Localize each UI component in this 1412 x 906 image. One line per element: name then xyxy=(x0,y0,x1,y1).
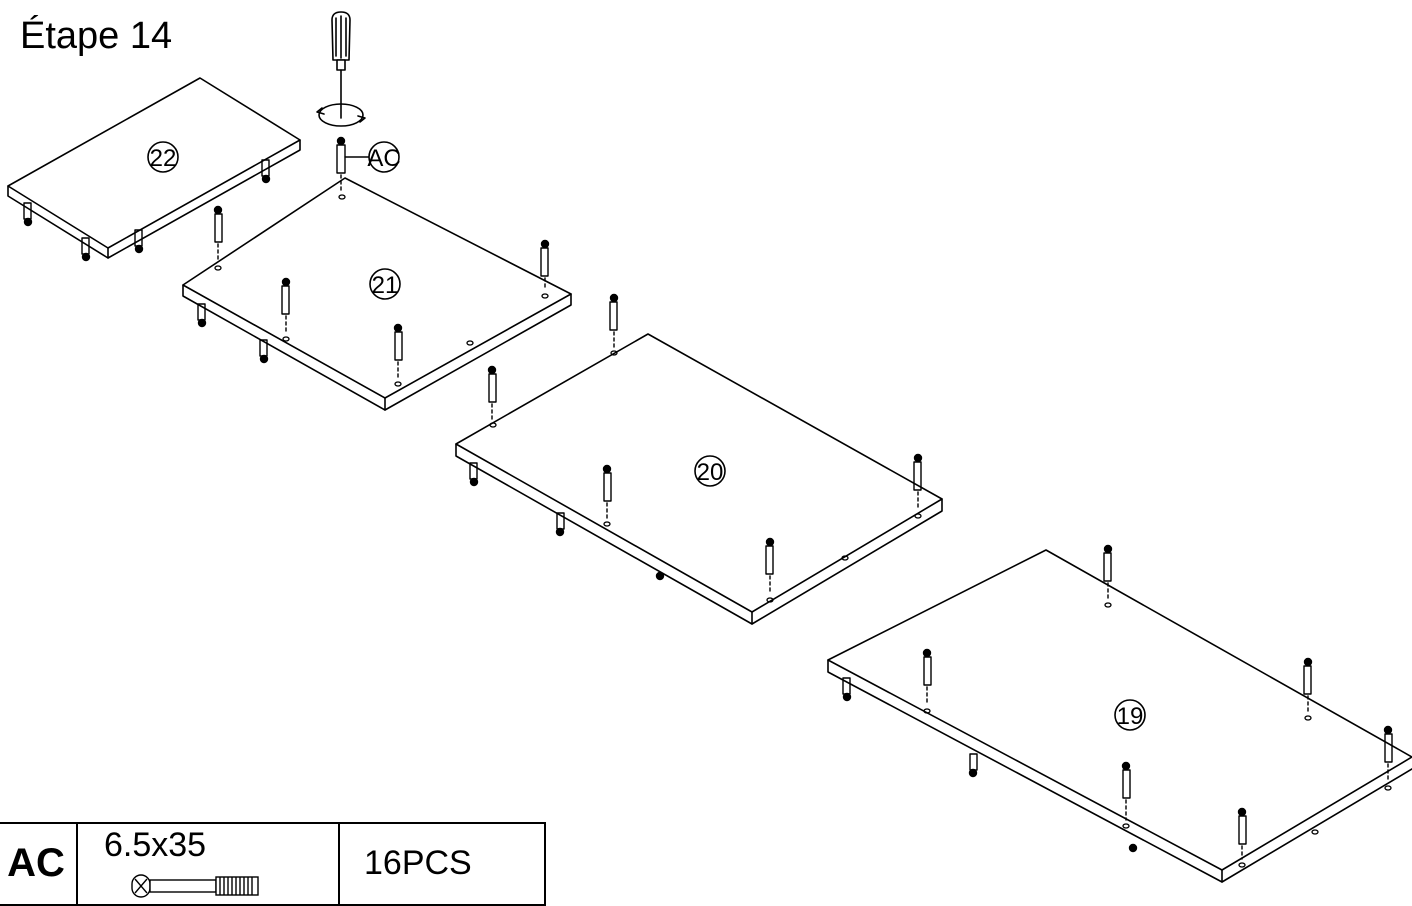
part-badge-20 xyxy=(694,455,726,487)
part-number-20: 20 xyxy=(697,459,724,486)
hardware-code: AC xyxy=(0,822,78,906)
panel-22: 22 xyxy=(7,77,301,262)
part-number-21: 21 xyxy=(372,272,399,299)
panel-20-holes xyxy=(489,350,922,603)
callout-ac-badge xyxy=(368,141,400,173)
cam-bolt-icon xyxy=(131,873,259,898)
panel-19: 19 xyxy=(827,544,1412,883)
hardware-row: AC 6.5x35 16PCS xyxy=(0,822,546,906)
panel-19-holes xyxy=(923,602,1392,868)
callout-ac-label: AC xyxy=(367,145,400,172)
hardware-size-cell: 6.5x35 xyxy=(76,822,340,906)
panel-21-bolts xyxy=(197,205,550,379)
hardware-table: AC 6.5x35 16PCS xyxy=(0,822,546,906)
panel-20: 20 xyxy=(455,293,943,625)
step-title: Étape 14 xyxy=(20,15,173,57)
part-number-22: 22 xyxy=(150,145,177,172)
panel-21-holes xyxy=(214,194,549,387)
panel-21: 21 xyxy=(182,177,572,411)
screwdriver-icon xyxy=(316,11,366,127)
part-number-19: 19 xyxy=(1117,703,1144,730)
hardware-qty: 16PCS xyxy=(338,822,546,906)
panel-20-bolts xyxy=(469,293,923,595)
hardware-size: 6.5x35 xyxy=(104,825,207,864)
panel-19-bolts xyxy=(842,544,1393,860)
part-badge-19 xyxy=(1114,699,1146,731)
part-badge-21 xyxy=(369,268,401,300)
cam-bolt-ac xyxy=(336,136,373,191)
part-badge-22 xyxy=(147,141,179,173)
panel-22-cams xyxy=(23,159,271,262)
